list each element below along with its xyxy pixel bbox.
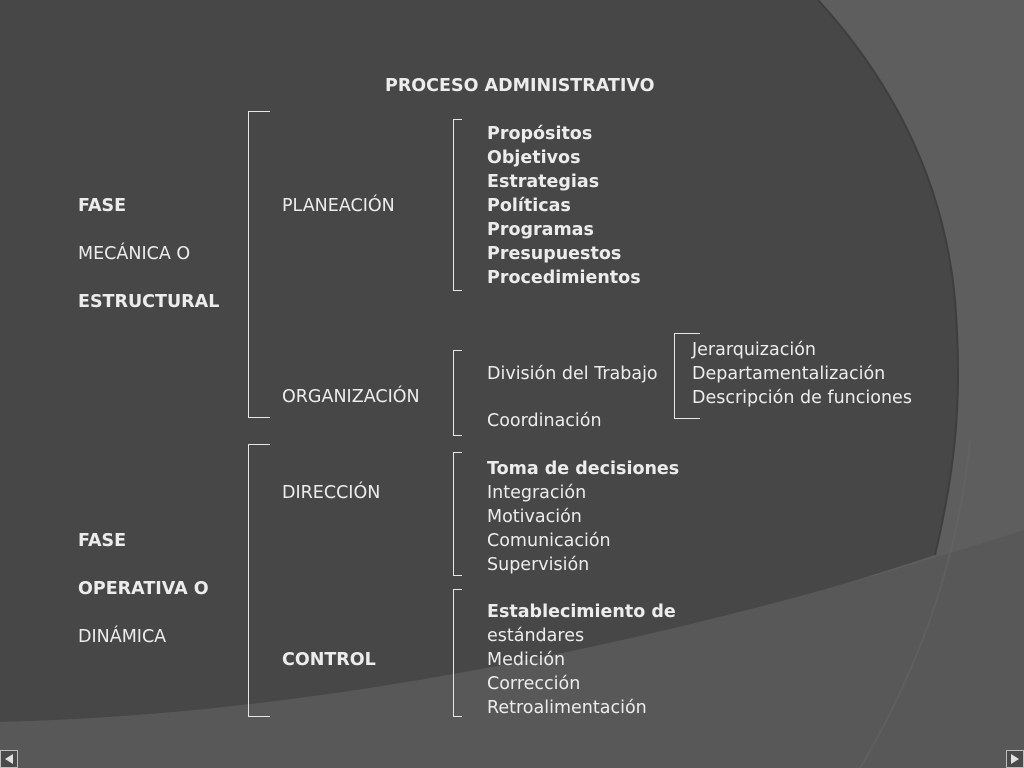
bracket-control <box>453 589 462 717</box>
direccion-item: Comunicación <box>487 531 611 551</box>
stage-organizacion: ORGANIZACIÓN <box>282 387 420 407</box>
stage-direccion: DIRECCIÓN <box>282 483 381 503</box>
stage-planeacion: PLANEACIÓN <box>282 196 395 216</box>
diagram-title: PROCESO ADMINISTRATIVO <box>385 76 655 96</box>
phase-operativa-line-2: OPERATIVA O <box>78 579 209 599</box>
phase-mecanica-line-3: ESTRUCTURAL <box>78 292 220 312</box>
organizacion-item: División del Trabajo <box>487 364 658 384</box>
bracket-division-trabajo <box>674 333 700 419</box>
next-slide-button[interactable] <box>1006 750 1024 768</box>
bracket-organizacion <box>453 350 462 436</box>
planeacion-item: Propósitos <box>487 124 593 144</box>
division-item: Jerarquización <box>692 340 816 360</box>
bracket-direccion <box>453 452 462 576</box>
prev-slide-button[interactable] <box>0 750 18 768</box>
phase-operativa-line-1: FASE <box>78 531 127 551</box>
organizacion-item: Coordinación <box>487 411 602 431</box>
direccion-item: Supervisión <box>487 555 590 575</box>
control-item: estándares <box>487 626 585 646</box>
phase-operativa-line-3: DINÁMICA <box>78 627 167 647</box>
direccion-item: Motivación <box>487 507 582 527</box>
planeacion-item: Procedimientos <box>487 268 641 288</box>
next-arrow-icon <box>1011 754 1019 764</box>
stage-control: CONTROL <box>282 650 376 670</box>
bracket-fase-operativa <box>248 444 270 717</box>
division-item: Departamentalización <box>692 364 886 384</box>
control-item: Retroalimentación <box>487 698 647 718</box>
control-item: Corrección <box>487 674 581 694</box>
control-item: Medición <box>487 650 566 670</box>
direccion-item: Integración <box>487 483 587 503</box>
direccion-item: Toma de decisiones <box>487 459 680 479</box>
planeacion-item: Presupuestos <box>487 244 622 264</box>
division-item: Descripción de funciones <box>692 388 912 408</box>
bracket-planeacion <box>453 119 462 291</box>
planeacion-item: Programas <box>487 220 594 240</box>
prev-arrow-icon <box>5 754 13 764</box>
planeacion-item: Políticas <box>487 196 571 216</box>
planeacion-item: Estrategias <box>487 172 600 192</box>
planeacion-item: Objetivos <box>487 148 581 168</box>
phase-mecanica-line-1: FASE <box>78 196 127 216</box>
bracket-fase-mecanica <box>248 111 270 418</box>
control-item: Establecimiento de <box>487 602 676 622</box>
phase-mecanica-line-2: MECÁNICA O <box>78 244 191 264</box>
